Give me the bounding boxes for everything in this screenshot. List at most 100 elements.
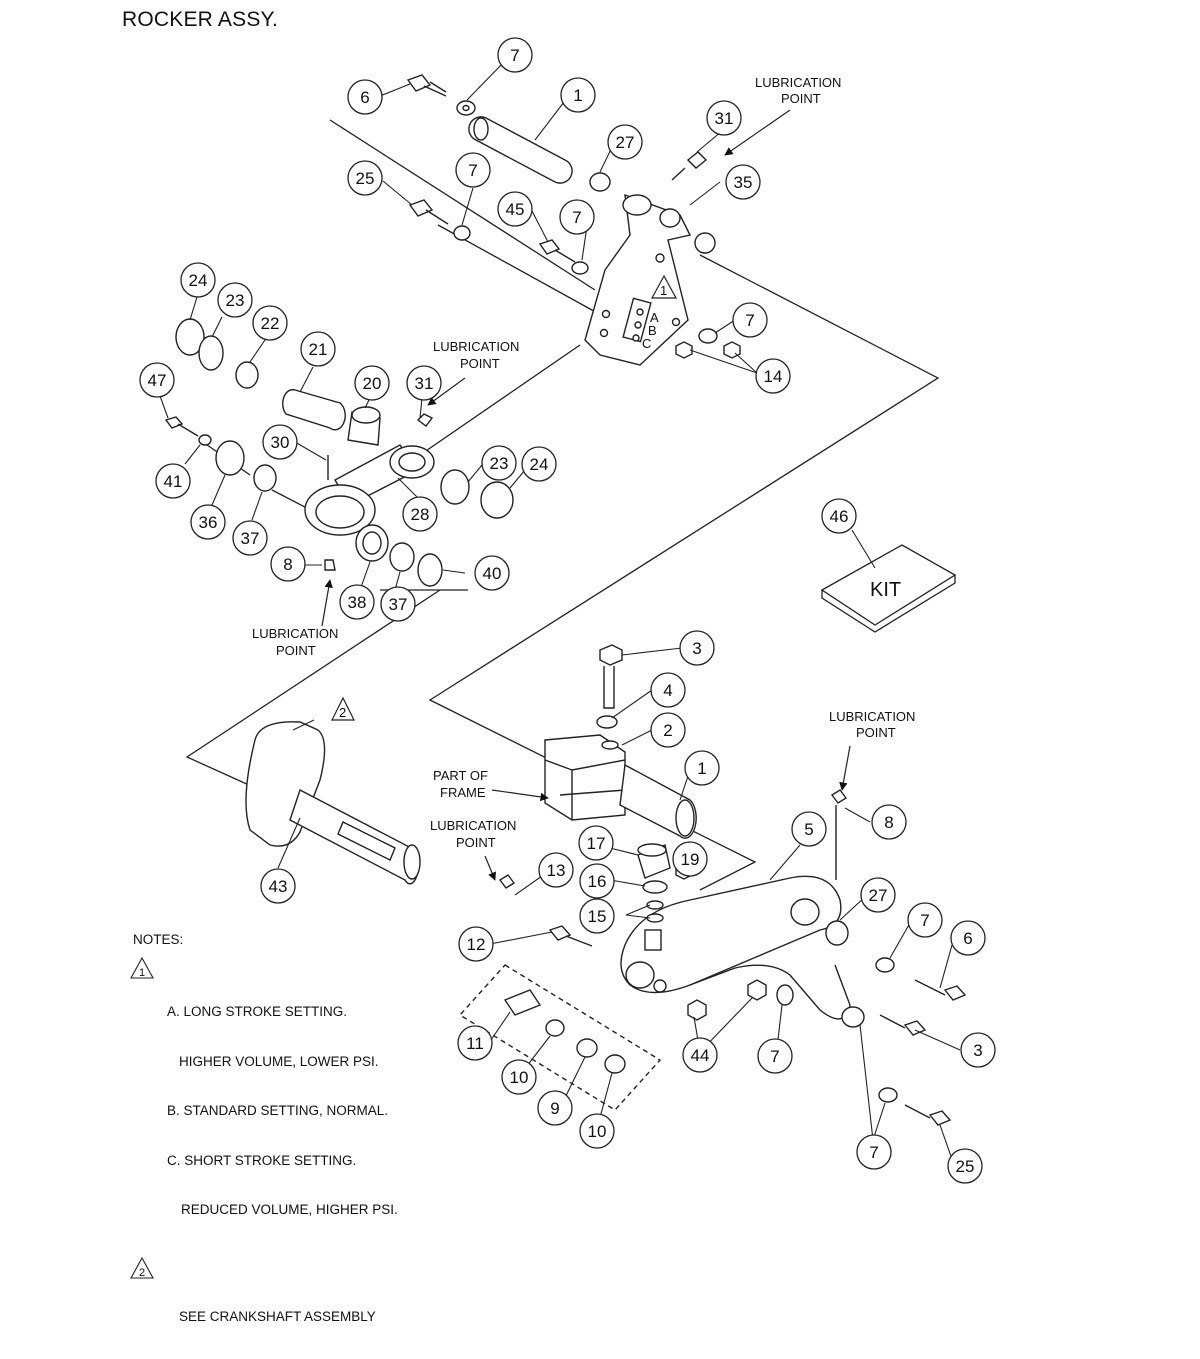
callout-number: 21 — [309, 340, 328, 359]
callout-c11: 11 — [457, 1025, 493, 1061]
callout-c41: 41 — [155, 463, 191, 499]
callout-c17: 17 — [578, 825, 614, 861]
callout-number: 6 — [963, 929, 972, 948]
grease-fitting-31b — [416, 413, 434, 427]
callout-number: 12 — [467, 935, 486, 954]
callout-c4: 4 — [650, 672, 686, 708]
callout-number: 25 — [956, 1157, 975, 1176]
grease-fitting-13 — [498, 874, 516, 889]
callout-number: 36 — [199, 513, 218, 532]
svg-text:A: A — [650, 310, 659, 325]
callout-c7f: 7 — [757, 1038, 793, 1074]
callout-c8a: 8 — [270, 546, 306, 582]
nut-14a — [675, 341, 693, 359]
callout-number: 45 — [506, 200, 525, 219]
pin-11 — [503, 989, 542, 1016]
callout-c44: 44 — [682, 1037, 718, 1073]
svg-text:1: 1 — [660, 283, 667, 298]
callout-c10a: 10 — [501, 1059, 537, 1095]
bolt-47-head — [164, 416, 184, 429]
bushing-27 — [589, 172, 611, 192]
callout-number: 41 — [164, 472, 183, 491]
connecting-rod-parts — [164, 318, 514, 587]
ring-37 — [253, 464, 277, 492]
bolt-3b-head — [903, 1020, 927, 1036]
svg-text:1: 1 — [139, 967, 145, 979]
lube-label-5a: LUBRICATION — [430, 818, 516, 833]
callout-c16: 16 — [579, 863, 615, 899]
callout-c38: 38 — [339, 584, 375, 620]
callout-c7c: 7 — [559, 199, 595, 235]
callout-number: 25 — [356, 169, 375, 188]
callout-c35: 35 — [725, 164, 761, 200]
callout-number: 23 — [490, 454, 509, 473]
washer-7c — [571, 261, 589, 275]
callout-c47: 47 — [139, 362, 175, 398]
crankshaft-note-triangle: 2 — [331, 696, 355, 721]
svg-text:2: 2 — [139, 1267, 145, 1279]
rocker-bracket — [584, 193, 692, 366]
frame-label: FRAME — [440, 785, 486, 800]
lube-label-4a: LUBRICATION — [829, 709, 915, 724]
callout-number: 23 — [226, 291, 245, 310]
callout-number: 31 — [415, 374, 434, 393]
note-see-crankshaft: SEE CRANKSHAFT ASSEMBLY — [179, 1309, 376, 1324]
page-title: ROCKER ASSY. — [122, 8, 279, 31]
lube-label-4b: POINT — [856, 725, 896, 740]
callout-number: 27 — [869, 886, 888, 905]
bearing-23b — [440, 469, 470, 505]
callout-number: 28 — [411, 505, 430, 524]
callout-number: 47 — [148, 371, 167, 390]
callout-c10b: 10 — [579, 1113, 615, 1149]
callout-c22: 22 — [252, 305, 288, 341]
callout-number: 9 — [550, 1099, 559, 1118]
lube-label-2b: POINT — [460, 356, 500, 371]
callout-c7g: 7 — [856, 1134, 892, 1170]
callout-number: 8 — [283, 555, 292, 574]
washer-7f — [878, 1087, 898, 1103]
upper-rocker-parts — [406, 74, 741, 366]
callout-c3b: 3 — [960, 1032, 996, 1068]
callout-number: 7 — [770, 1047, 779, 1066]
callout-number: 7 — [572, 208, 581, 227]
callout-c2: 2 — [650, 712, 686, 748]
note-c-line1: C. SHORT STROKE SETTING. — [167, 1152, 357, 1168]
callout-c25a: 25 — [347, 160, 383, 196]
callout-c28: 28 — [402, 496, 438, 532]
callout-number: 1 — [697, 759, 706, 778]
lube-label-3a: LUBRICATION — [252, 626, 338, 641]
lube-label-1b: POINT — [781, 91, 821, 106]
snap-ring-24b — [480, 481, 514, 519]
bushing-27b — [825, 920, 849, 946]
callout-c37b: 37 — [380, 586, 416, 622]
callout-number: 1 — [573, 86, 582, 105]
callout-number: 7 — [468, 161, 477, 180]
callout-number: 6 — [360, 88, 369, 107]
callout-number: 19 — [681, 850, 700, 869]
kit-46: KIT — [820, 544, 957, 633]
callout-number: 24 — [530, 455, 549, 474]
callout-c45: 45 — [497, 191, 533, 227]
callout-c23a: 23 — [217, 282, 253, 318]
washer-7e — [875, 957, 895, 973]
callout-c31a: 31 — [706, 100, 742, 136]
bolt-25-head — [408, 199, 434, 217]
callout-c7e: 7 — [907, 902, 943, 938]
callout-number: 44 — [691, 1046, 710, 1065]
callout-number: 14 — [764, 367, 783, 386]
callout-number: 35 — [734, 173, 753, 192]
bolt-12-head — [548, 925, 572, 941]
note-2-triangle-icon: 2 — [130, 1256, 154, 1279]
crankshaft-43 — [245, 721, 421, 885]
callout-number: 8 — [884, 813, 893, 832]
callout-number: 7 — [510, 46, 519, 65]
callout-c7d: 7 — [732, 302, 768, 338]
callout-number: 20 — [363, 374, 382, 393]
callout-c43: 43 — [260, 868, 296, 904]
callout-c6b: 6 — [950, 920, 986, 956]
lower-assembly-parts — [458, 644, 967, 1126]
callout-c7b: 7 — [455, 152, 491, 188]
callout-number: 7 — [745, 311, 754, 330]
callout-c30: 30 — [262, 424, 298, 460]
callout-number: 7 — [920, 911, 929, 930]
